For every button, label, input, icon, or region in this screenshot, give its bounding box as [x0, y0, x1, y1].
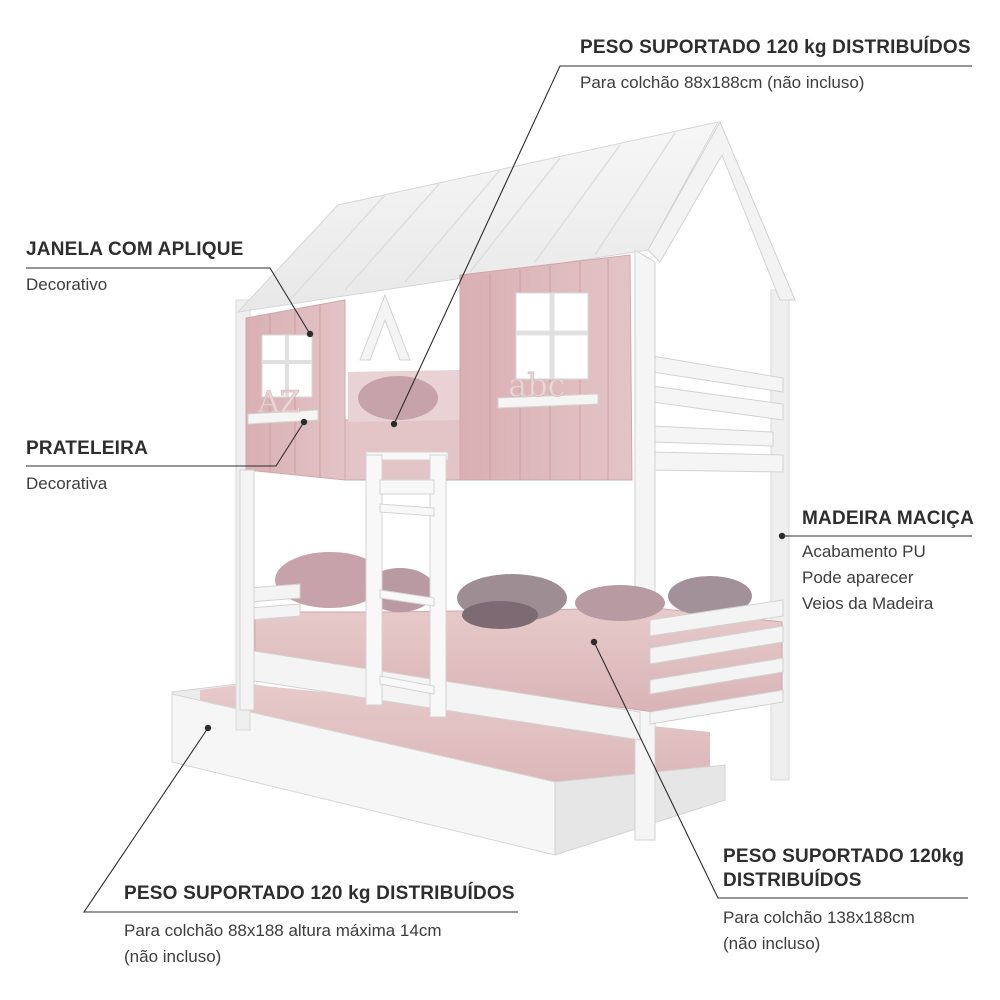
callout-bottom-left: PESO SUPORTADO 120 kg DISTRIBUÍDOS Para … [124, 882, 515, 970]
callout-title: PESO SUPORTADO 120 kg DISTRIBUÍDOS [580, 37, 971, 58]
callout-title: PRATELEIRA [26, 438, 148, 459]
callout-madeira: MADEIRA MACIÇA Acabamento PU Pode aparec… [802, 507, 974, 617]
callout-description: Decorativa [26, 474, 108, 493]
callout-line: Pode aparecer [802, 568, 914, 587]
callout-title: PESO SUPORTADO 120kg [723, 846, 965, 867]
roof [236, 120, 796, 313]
letters-right: abc [508, 366, 565, 404]
window-right [515, 292, 589, 380]
callout-line: Veios da Madeira [802, 594, 934, 613]
callout-leader-lines [26, 65, 972, 913]
callout-title: MADEIRA MACIÇA [802, 508, 975, 529]
callout-title: DISTRIBUÍDOS [723, 870, 862, 891]
callout-line: (não incluso) [124, 947, 222, 966]
window-left [261, 334, 313, 398]
callout-prateleira: PRATELEIRA Decorativa [26, 437, 148, 497]
callout-line: Acabamento PU [802, 542, 926, 561]
callout-dots [204, 330, 786, 732]
callout-top-right: PESO SUPORTADO 120 kg DISTRIBUÍDOS Para … [580, 36, 971, 96]
callout-bottom-right: PESO SUPORTADO 120kg DISTRIBUÍDOS Para c… [723, 845, 964, 957]
letters-left: AZ [257, 385, 301, 420]
callout-line: Para colchão 138x188cm [723, 908, 915, 927]
callout-janela: JANELA COM APLIQUE Decorativo [26, 238, 244, 298]
shelves [247, 393, 599, 425]
callout-title: PESO SUPORTADO 120 kg DISTRIBUÍDOS [124, 883, 515, 904]
callout-description: Decorativo [26, 275, 108, 294]
callout-line: (não incluso) [723, 934, 821, 953]
ladder [365, 451, 449, 718]
callout-title: JANELA COM APLIQUE [26, 239, 244, 260]
callout-line: Para colchão 88x188 altura máxima 14cm [124, 921, 442, 940]
callout-description: Para colchão 88x188cm (não incluso) [580, 73, 865, 92]
